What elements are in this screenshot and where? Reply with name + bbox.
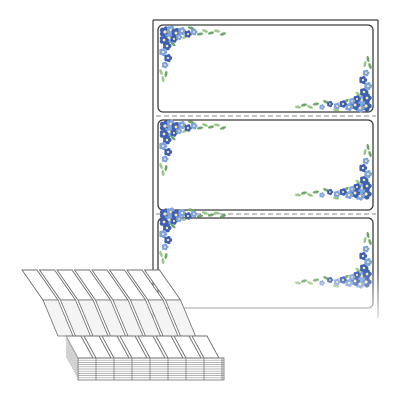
label-1[interactable] bbox=[157, 24, 374, 113]
floral-corner-icon bbox=[159, 25, 227, 83]
backing-sheet bbox=[152, 19, 379, 318]
label-2[interactable] bbox=[157, 119, 374, 211]
floral-corner-icon bbox=[159, 119, 227, 177]
floral-corner-icon bbox=[159, 207, 227, 265]
fanfold-stack-icon bbox=[21, 269, 225, 381]
floral-corner-icon bbox=[294, 143, 373, 201]
floral-corner-icon bbox=[294, 55, 373, 113]
